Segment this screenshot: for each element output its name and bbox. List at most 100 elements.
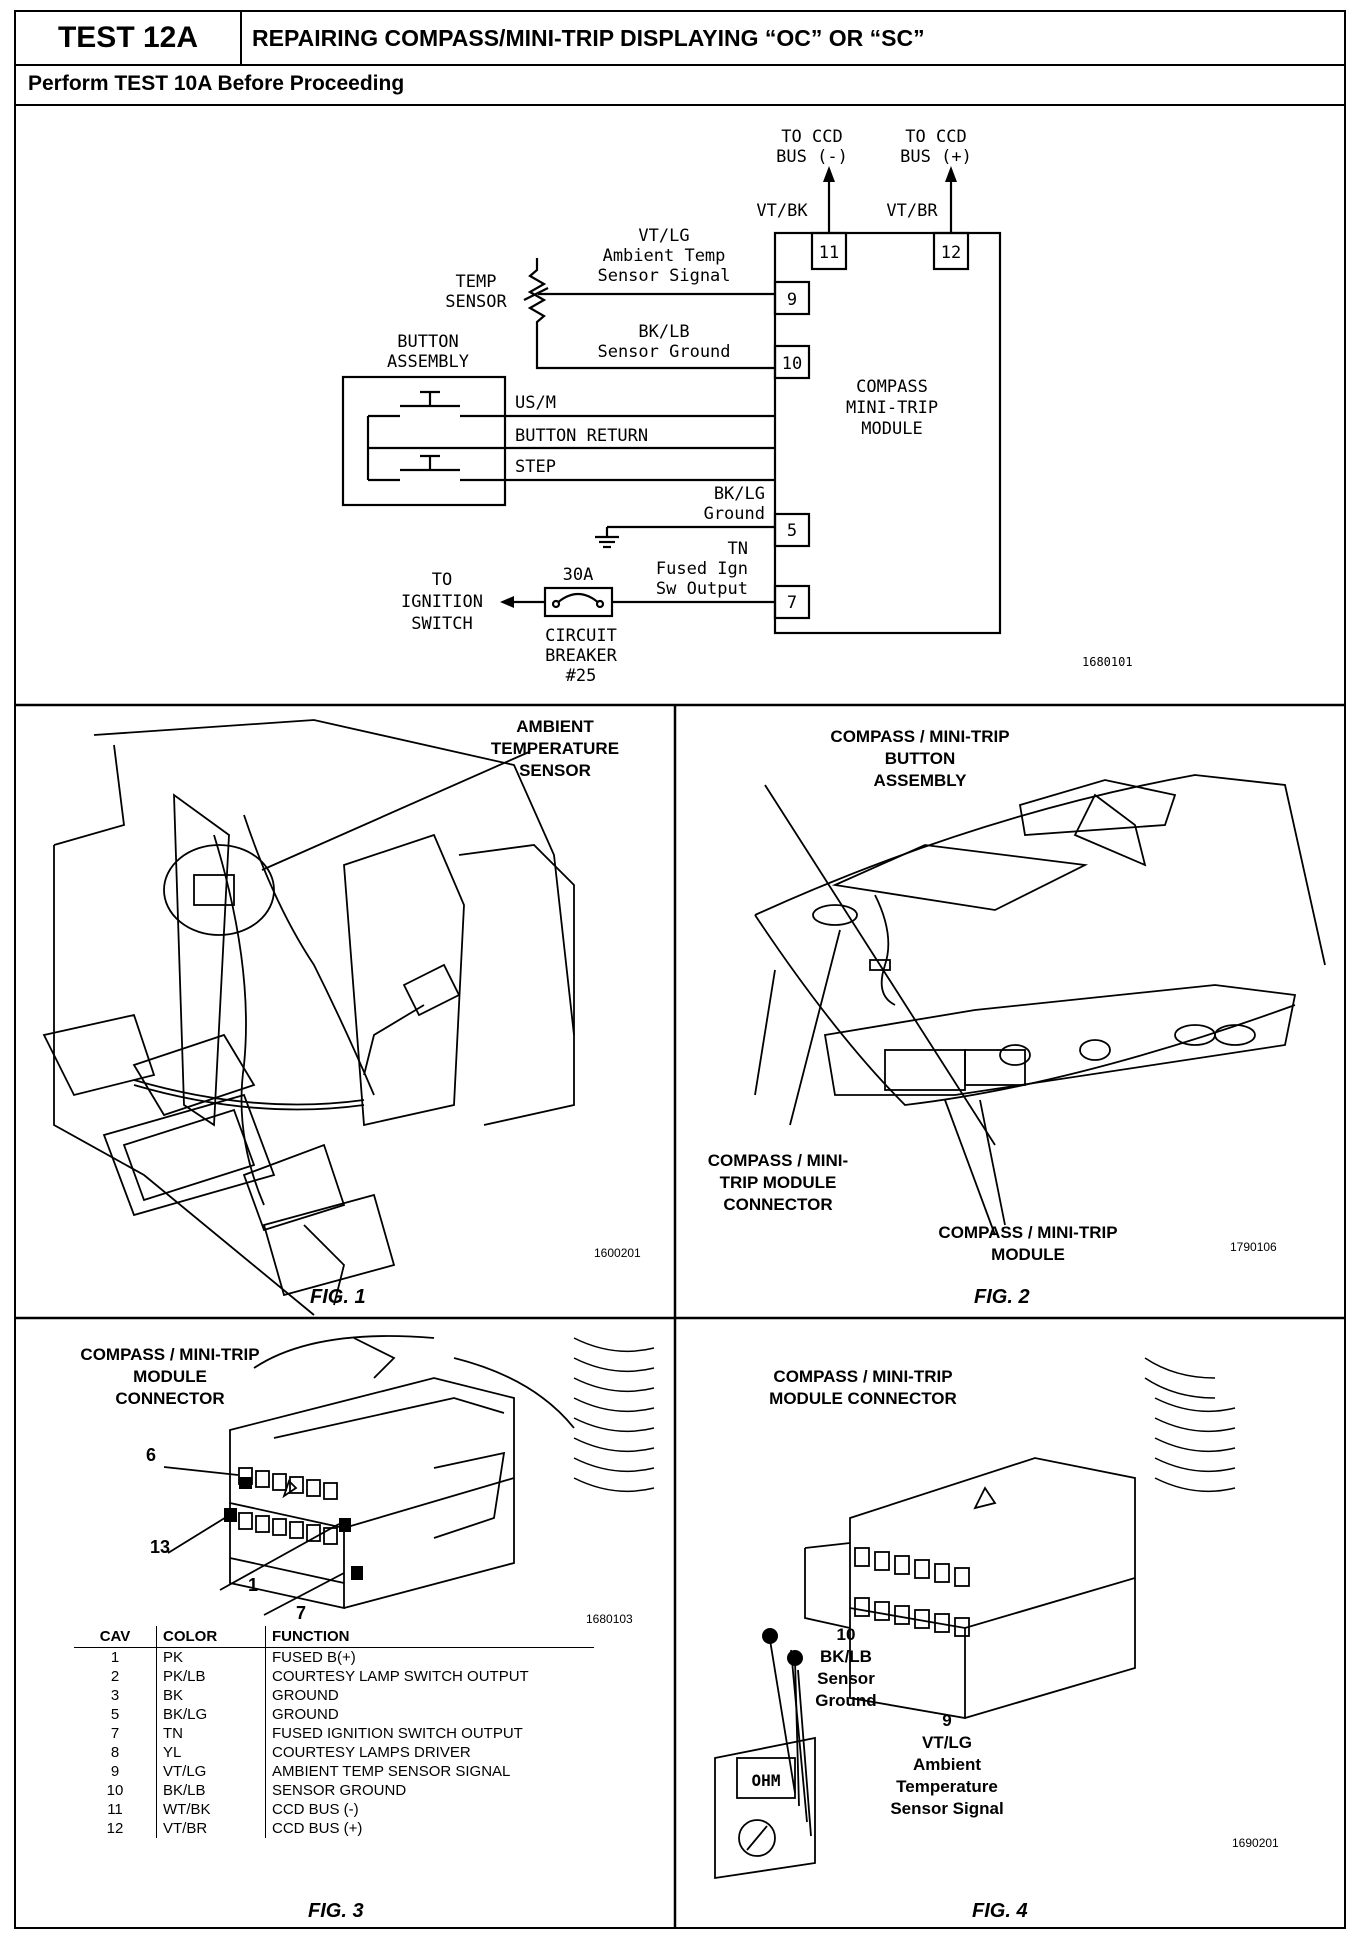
fig2-button-line1: COMPASS / MINI-TRIP xyxy=(830,727,1010,746)
tn-line2: Fused Ign xyxy=(656,559,748,579)
fig3-label-line3: CONNECTOR xyxy=(115,1389,225,1408)
color-cell: TN xyxy=(156,1724,266,1743)
fig4-pin9-label: 9 VT/LG Ambient Temperature Sensor Signa… xyxy=(872,1710,1022,1820)
cav-cell: 7 xyxy=(74,1724,157,1743)
fig3-label-line1: COMPASS / MINI-TRIP xyxy=(80,1345,260,1364)
ccd-minus-line2: BUS (-) xyxy=(776,147,848,167)
pin-5: 5 xyxy=(787,521,797,541)
pin-12: 12 xyxy=(941,243,961,263)
fig2-module-label: COMPASS / MINI-TRIP MODULE xyxy=(878,1222,1178,1266)
fig1-illustration xyxy=(42,719,575,1316)
function-cell: CCD BUS (-) xyxy=(272,1801,359,1818)
fig3-label: COMPASS / MINI-TRIP MODULE CONNECTOR xyxy=(40,1344,300,1410)
breaker-line3: #25 xyxy=(566,666,597,686)
tn-line1: TN xyxy=(728,539,748,559)
pin-9: 9 xyxy=(787,290,797,310)
fig4-label-line1: COMPASS / MINI-TRIP xyxy=(773,1367,953,1386)
function-cell: CCD BUS (+) xyxy=(272,1820,363,1837)
test-title: REPAIRING COMPASS/MINI-TRIP DISPLAYING “… xyxy=(252,24,925,51)
fig4-pin9-line1: 9 xyxy=(942,1711,952,1730)
fig2-module-line2: MODULE xyxy=(991,1245,1065,1264)
ignition-line3: SWITCH xyxy=(411,614,472,634)
col-function: FUNCTION xyxy=(265,1626,594,1648)
color-cell: PK/LB xyxy=(156,1667,266,1686)
fig3-pin-7: 7 xyxy=(296,1603,307,1623)
ignition-line2: IGNITION xyxy=(401,592,483,612)
fig4-pin10-line2: BK/LB xyxy=(820,1647,872,1666)
fig4-pin9-line3: Ambient xyxy=(913,1755,981,1774)
col-color: COLOR xyxy=(156,1626,266,1648)
cav-cell: 2 xyxy=(74,1667,157,1686)
function-cell: GROUND xyxy=(272,1706,339,1723)
color-cell: VT/LG xyxy=(156,1762,266,1781)
fig2-button-line2: BUTTON xyxy=(884,749,956,768)
fig1-label-line2: TEMPERATURE xyxy=(490,739,620,758)
fig2-illustration xyxy=(754,774,1326,1236)
function-cell: FUSED B(+) xyxy=(272,1649,356,1666)
schematic-code: 1680101 xyxy=(1082,655,1133,669)
vtlg-line3: Sensor Signal xyxy=(597,266,730,286)
pin-7: 7 xyxy=(787,593,797,613)
color-cell: VT/BR xyxy=(156,1819,266,1838)
ccd-minus-line1: TO CCD xyxy=(781,127,842,147)
ccd-plus-line2: BUS (+) xyxy=(900,147,972,167)
fig3-pin-13: 13 xyxy=(150,1537,171,1557)
bklb-line2: Sensor Ground xyxy=(597,342,730,362)
temp-sensor-line2: SENSOR xyxy=(445,292,507,312)
cavity-table-header: CAV COLOR FUNCTION xyxy=(74,1626,594,1648)
breaker-rating: 30A xyxy=(563,565,594,585)
fig4-pin9-line4: Temperature xyxy=(896,1777,998,1796)
button-assembly-line1: BUTTON xyxy=(397,332,458,352)
cav-cell: 1 xyxy=(74,1647,157,1667)
fig1-label: AMBIENT TEMPERATURE SENSOR xyxy=(430,716,680,782)
fig2-button-label: COMPASS / MINI-TRIP BUTTON ASSEMBLY xyxy=(770,726,1070,792)
fig4-pin10-line1: 10 xyxy=(836,1625,856,1644)
fig3-illustration xyxy=(163,1335,655,1616)
button-assembly-box xyxy=(341,375,507,507)
function-cell: SENSOR GROUND xyxy=(272,1782,407,1799)
fig3-pin-6: 6 xyxy=(146,1445,157,1465)
fig4-pin9-line5: Sensor Signal xyxy=(890,1799,1004,1818)
fig4-label-line2: MODULE CONNECTOR xyxy=(769,1389,957,1408)
button-return-label: BUTTON RETURN xyxy=(515,426,648,446)
bklg-line2: Ground xyxy=(704,504,765,524)
step-label: STEP xyxy=(515,457,556,477)
fig4-pin10-label: 10 BK/LB Sensor Ground xyxy=(796,1624,896,1712)
fig2-connector-line3: CONNECTOR xyxy=(723,1195,833,1214)
ccd-plus-line1: TO CCD xyxy=(905,127,966,147)
fig4-pin9-line2: VT/LG xyxy=(921,1733,973,1752)
fig3-pin-1: 1 xyxy=(248,1575,259,1595)
wiring-schematic: TO CCD BUS (-) TO CCD BUS (+) VT/BK VT/B… xyxy=(341,127,1133,686)
fig3-label-line2: MODULE xyxy=(133,1367,207,1386)
pin-11: 11 xyxy=(819,243,839,263)
ignition-line1: TO xyxy=(432,570,452,590)
function-cell: COURTESY LAMP SWITCH OUTPUT xyxy=(272,1668,529,1685)
header-bar: TEST 12A REPAIRING COMPASS/MINI-TRIP DIS… xyxy=(16,12,1344,66)
fig3-caption: FIG. 3 xyxy=(308,1900,364,1922)
color-cell: YL xyxy=(156,1743,266,1762)
fig4-pin10-line3: Sensor xyxy=(817,1669,875,1688)
cav-cell: 9 xyxy=(74,1762,157,1781)
fig1-caption: FIG. 1 xyxy=(310,1286,366,1308)
ohm-meter-display: OHM xyxy=(752,1771,781,1790)
fig2-code: 1790106 xyxy=(1230,1240,1277,1254)
bklg-line1: BK/LG xyxy=(714,484,765,504)
fig2-connector-label: COMPASS / MINI- TRIP MODULE CONNECTOR xyxy=(678,1150,878,1216)
cav-cell: 5 xyxy=(74,1705,157,1724)
fig1-label-line1: AMBIENT xyxy=(516,717,594,736)
color-cell: BK xyxy=(156,1686,266,1705)
fig1-code: 1600201 xyxy=(594,1246,641,1260)
test-page: TEST 12A REPAIRING COMPASS/MINI-TRIP DIS… xyxy=(14,10,1346,1929)
cav-cell: 11 xyxy=(74,1800,157,1819)
color-cell: PK xyxy=(156,1647,266,1667)
function-cell: AMBIENT TEMP SENSOR SIGNAL xyxy=(272,1763,511,1780)
pin-9-box xyxy=(773,280,811,316)
pin-10: 10 xyxy=(782,354,802,374)
breaker-line1: CIRCUIT xyxy=(545,626,617,646)
